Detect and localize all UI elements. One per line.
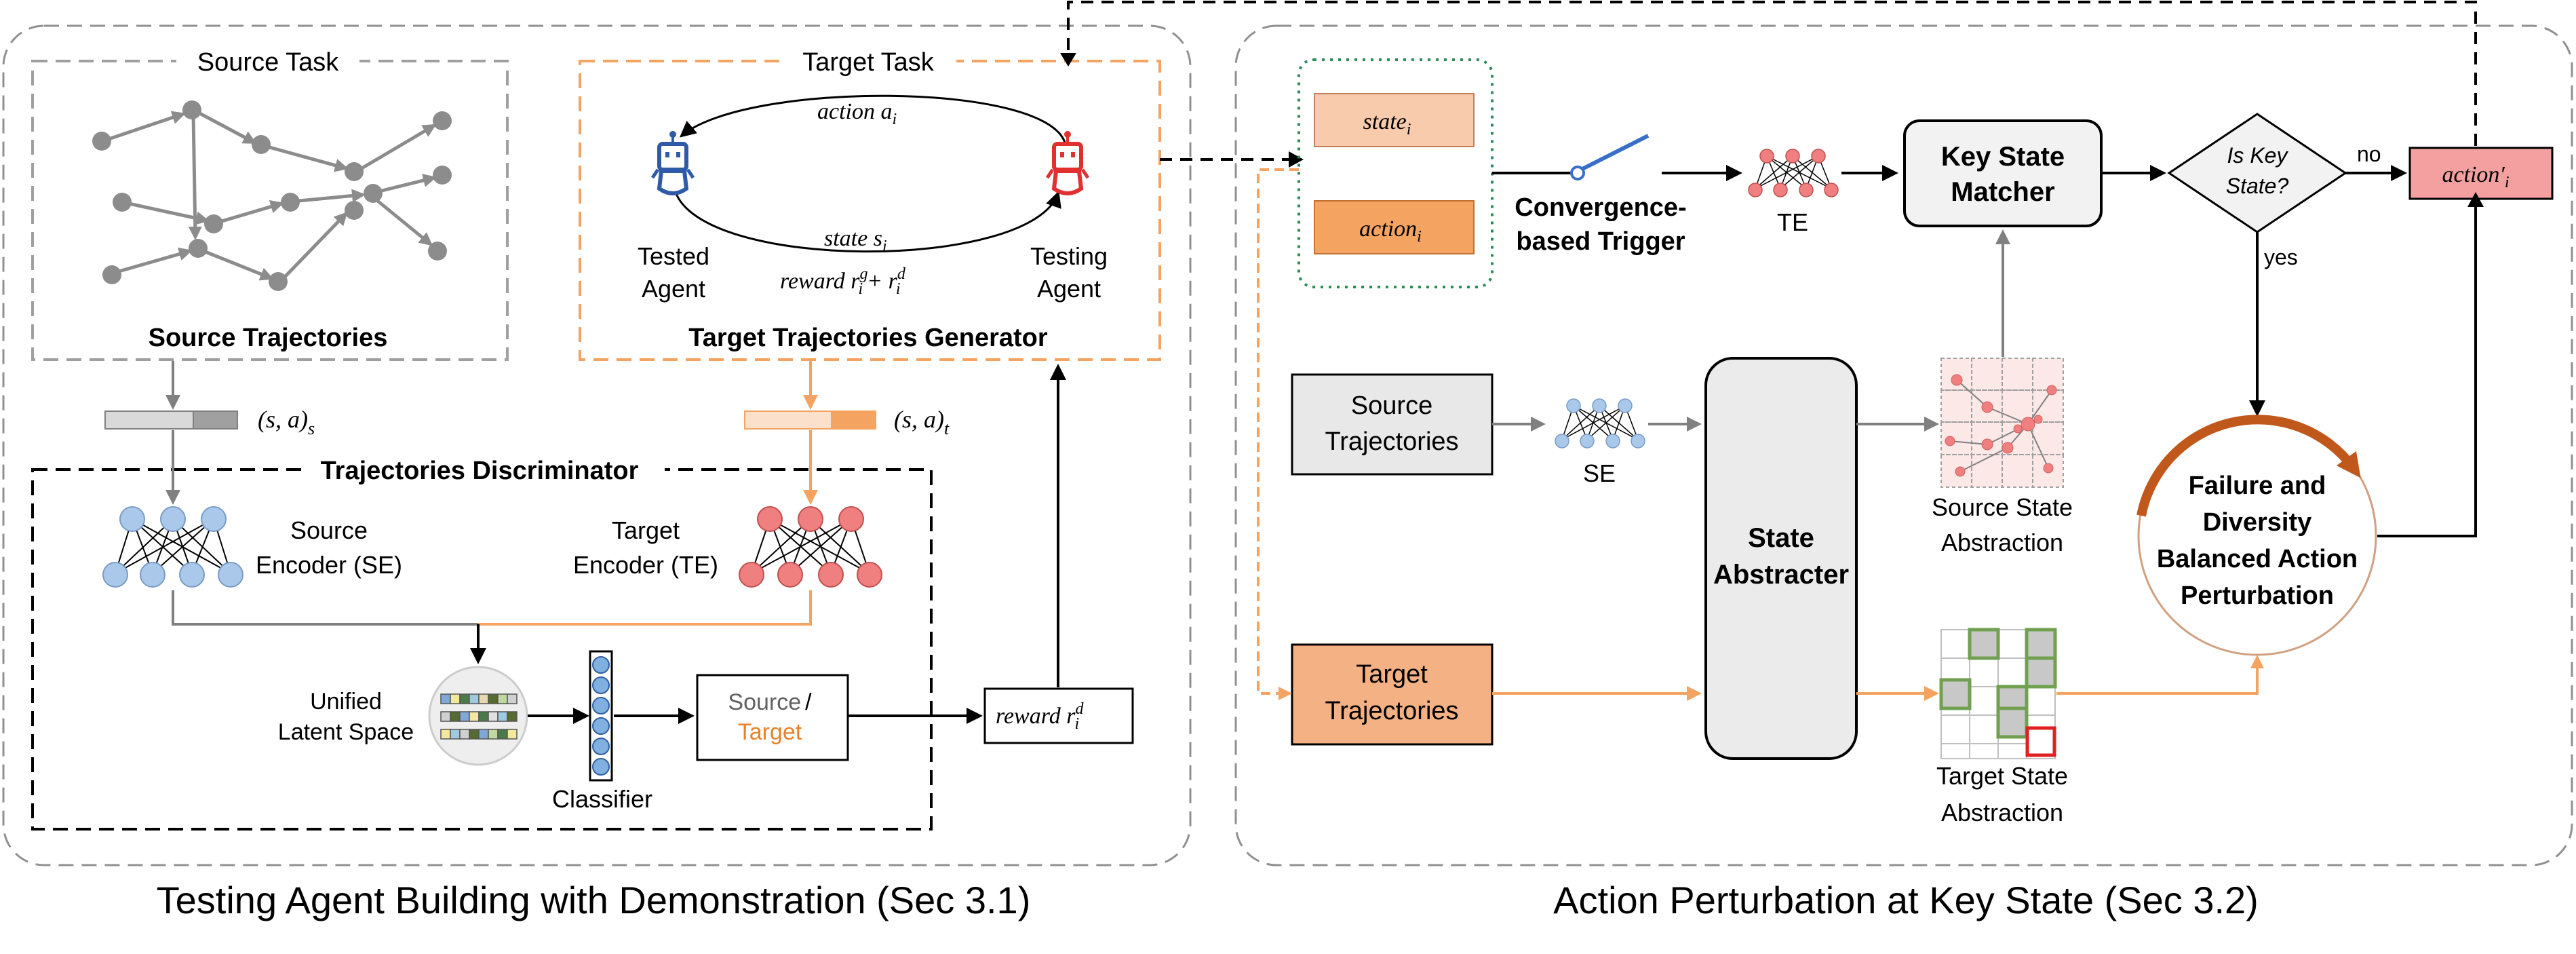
- action-label: action ai: [817, 99, 897, 128]
- trigger-label-line2: based Trigger: [1516, 227, 1685, 256]
- perturbed-action-box: [2408, 147, 2554, 200]
- source-trajectory-graph: [108, 108, 437, 281]
- tested-agent-label-line2: Agent: [642, 275, 705, 303]
- unified-latent-space-icon: [428, 666, 528, 766]
- key-state-matcher-label-line1: Key State: [1941, 142, 2065, 172]
- svg-text:Diversity: Diversity: [2203, 508, 2312, 537]
- target-encoder-label-line2: Encoder (TE): [573, 551, 718, 579]
- target-trajectories-generator-label: Target Trajectories Generator: [688, 324, 1048, 352]
- right-panel-frame: [1234, 24, 2573, 866]
- source-encoder-label-line2: Encoder (SE): [256, 551, 402, 579]
- svg-text:Source State: Source State: [1932, 493, 2073, 521]
- state-abstracter-box: [1704, 357, 1858, 760]
- svg-text:Source: Source: [1351, 392, 1432, 420]
- source-pair-label: (s, a)s: [258, 406, 315, 438]
- target-task-title: Target Task: [802, 48, 935, 77]
- svg-text:State: State: [1748, 523, 1814, 553]
- reward-box: [983, 687, 1134, 744]
- se-network-icon: [1555, 398, 1645, 449]
- key-state-matcher-box: [1903, 119, 2103, 227]
- svg-text:statei: statei: [1363, 109, 1411, 138]
- right-panel-caption: Action Perturbation at Key State (Sec 3.…: [1553, 879, 2259, 921]
- discriminator-output-box: [696, 674, 849, 761]
- svg-text:Abstraction: Abstraction: [1941, 799, 2063, 826]
- key-state-matcher-label-line2: Matcher: [1951, 177, 2054, 207]
- source-trajectories-label: Source Trajectories: [149, 324, 388, 352]
- testing-agent-robot-icon: [1045, 131, 1090, 195]
- source-state-abstraction-grid: [1940, 358, 2064, 488]
- svg-text:Trajectories: Trajectories: [1325, 427, 1458, 456]
- yes-label: yes: [2264, 245, 2298, 269]
- svg-text:Source/: Source/: [728, 689, 812, 715]
- svg-text:action′i: action′i: [2442, 162, 2509, 191]
- svg-text:Is Key: Is Key: [2227, 143, 2289, 168]
- source-task-box: [31, 60, 509, 361]
- no-label: no: [2357, 142, 2381, 166]
- action-arc: [679, 94, 1066, 143]
- source-encoder-label-line1: Source: [290, 516, 368, 544]
- target-pair-label: (s, a)t: [894, 406, 950, 438]
- svg-text:Target: Target: [1356, 660, 1428, 689]
- se-label: SE: [1583, 459, 1616, 487]
- trigger-label-line1: Convergence-: [1515, 193, 1686, 222]
- te-label: TE: [1777, 208, 1808, 236]
- svg-text:Balanced Action: Balanced Action: [2157, 545, 2358, 573]
- source-trajectory-nodes: [92, 100, 452, 291]
- svg-text:Abstraction: Abstraction: [1941, 529, 2063, 556]
- tested-agent-label-line1: Tested: [638, 242, 709, 270]
- classifier-icon: [589, 650, 613, 782]
- trigger-switch-icon: [1570, 166, 1585, 180]
- action-box: [1314, 200, 1475, 254]
- state-box: [1314, 93, 1475, 147]
- svg-text:actioni: actioni: [1359, 216, 1422, 246]
- feedback-dashed-connector: [1067, 1, 2477, 166]
- state-label: state si: [824, 226, 887, 255]
- target-trajectories-box: [1291, 643, 1494, 746]
- is-key-state-decision: [2167, 113, 2347, 233]
- testing-agent-label-line2: Agent: [1037, 275, 1101, 303]
- perturbation-arc-arrow: [2136, 415, 2361, 517]
- latent-space-label-line1: Unified: [310, 689, 382, 714]
- latent-space-label-line2: Latent Space: [278, 719, 414, 745]
- classifier-label: Classifier: [552, 785, 652, 813]
- svg-text:Trajectories: Trajectories: [1325, 697, 1458, 725]
- left-panel-frame: [2, 24, 1192, 866]
- output-target-label: Target: [738, 719, 802, 745]
- target-encoder-label-line1: Target: [612, 516, 680, 544]
- svg-text:Failure and: Failure and: [2189, 472, 2326, 500]
- source-trajectories-box: [1291, 373, 1494, 476]
- discriminator-title: Trajectories Discriminator: [321, 457, 639, 485]
- target-pair-bar: [744, 411, 876, 430]
- svg-text:Perturbation: Perturbation: [2181, 581, 2334, 610]
- svg-text:Target State: Target State: [1936, 762, 2068, 790]
- tested-agent-robot-icon: [650, 131, 695, 195]
- source-task-title: Source Task: [197, 48, 339, 77]
- left-panel-caption: Testing Agent Building with Demonstratio…: [157, 879, 1031, 921]
- svg-text:State?: State?: [2226, 174, 2289, 198]
- te-network-icon: [1748, 149, 1839, 197]
- target-state-abstraction-grid: [1939, 628, 2057, 759]
- svg-text:Abstracter: Abstracter: [1713, 560, 1849, 590]
- state-arc: [674, 189, 1061, 253]
- source-pair-bar: [104, 411, 238, 430]
- testing-agent-label-line1: Testing: [1030, 242, 1108, 270]
- output-source-label: Source: [728, 689, 801, 715]
